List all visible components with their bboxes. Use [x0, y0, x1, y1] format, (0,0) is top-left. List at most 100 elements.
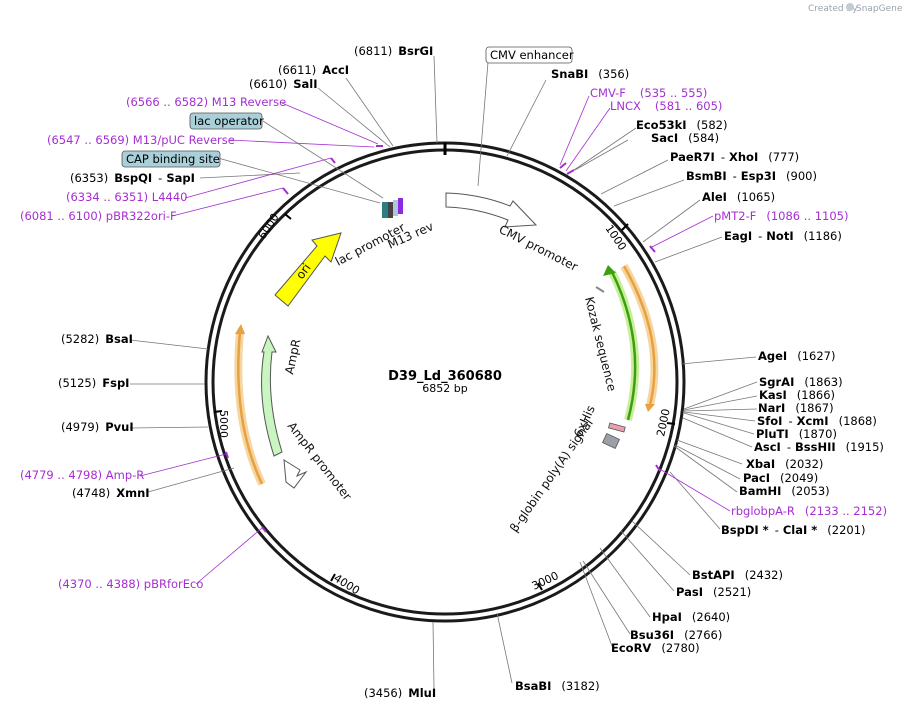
created-by-text: Created by	[808, 4, 858, 14]
enzyme-bsabi[interactable]: BsaBI(3182)	[515, 679, 600, 693]
svg-text:BsaBI(3182): BsaBI(3182)	[515, 679, 600, 693]
enzyme-name: AccI	[322, 63, 349, 77]
enzyme-bspqi[interactable]: (6353)BspQI-SapI	[70, 171, 195, 185]
cmv-enhancer-text: CMV enhancer	[490, 48, 574, 62]
enzyme-bspdi[interactable]: BspDI *-ClaI *(2201)	[721, 523, 866, 537]
tick-label-6000: 6000	[256, 211, 282, 242]
svg-text:(6610)SalI: (6610)SalI	[249, 77, 318, 91]
enzyme-sali[interactable]: (6610)SalI	[249, 77, 318, 91]
enzyme-pasi[interactable]: PasI(2521)	[676, 585, 751, 599]
primer-cmv-f[interactable]: CMV-F(535 .. 555)	[590, 86, 707, 100]
enzyme-nari[interactable]: NarI(1867)	[758, 401, 834, 415]
primer-mark-lncx	[566, 169, 575, 175]
feature-lac-cluster[interactable]: lac promoter M13 rev	[333, 198, 436, 269]
enzyme-connectors	[129, 55, 758, 689]
bglobin-label: β-globin poly(A) signal	[507, 416, 596, 535]
enzyme-agei[interactable]: AgeI(1627)	[758, 349, 835, 363]
svg-text:SfoI-XcmI(1868): SfoI-XcmI(1868)	[757, 414, 877, 428]
primer-m13-puc-reverse[interactable]: (6547 .. 6569) M13/pUC Reverse	[47, 133, 235, 147]
feature-bglobin[interactable]: β-globin poly(A) signal	[507, 416, 620, 535]
snapgene-brand-text: SnapGene	[856, 4, 903, 14]
primer-m13-reverse[interactable]: (6566 .. 6582) M13 Reverse	[126, 95, 286, 109]
primer-pbrforeco[interactable]: (4370 .. 4388) pBRforEco	[58, 577, 203, 591]
enzyme-acci[interactable]: (6611)AccI	[278, 63, 349, 77]
svg-text:(4748)XmnI: (4748)XmnI	[72, 486, 150, 500]
orange-orf-line	[622, 265, 656, 406]
cap-site-box[interactable]: CAP binding site	[121, 150, 221, 168]
primer-lncx[interactable]: LNCX(581 .. 605)	[610, 99, 722, 113]
svg-text:KasI(1866): KasI(1866)	[759, 388, 835, 402]
enzyme-kasi[interactable]: KasI(1866)	[759, 388, 835, 402]
enzyme-fspi[interactable]: (5125)FspI	[58, 376, 129, 390]
feature-orange-orf[interactable]	[620, 264, 659, 412]
enzyme-bsu36i[interactable]: Bsu36I(2766)	[630, 628, 722, 642]
lac-promoter-mark	[388, 202, 393, 218]
enzyme-xbai[interactable]: XbaI(2032)	[746, 457, 823, 471]
primer-pmt2f[interactable]: pMT2-F(1086 .. 1105)	[714, 209, 848, 223]
feature-cmv-promoter[interactable]: CMV promoter	[445, 192, 580, 274]
enzyme-pos: (6811)	[354, 44, 392, 58]
primer-amp-r[interactable]: (4779 .. 4798) Amp-R	[20, 468, 144, 482]
svg-text:SgrAI(1863): SgrAI(1863)	[759, 375, 843, 389]
lac-operator-rect	[189, 112, 263, 130]
tick-label-2000: 2000	[654, 408, 673, 438]
primer-l4440[interactable]: (6334 .. 6351) L4440	[66, 190, 187, 204]
svg-text:AleI(1065): AleI(1065)	[702, 190, 775, 204]
ampr-promoter-arrow	[283, 459, 308, 489]
ampr-promoter-label: AmpR promoter	[285, 419, 355, 503]
svg-text:CMV-F(535 .. 555): CMV-F(535 .. 555)	[590, 86, 707, 100]
feature-ori[interactable]: ori	[274, 232, 342, 307]
enzyme-asci[interactable]: AscI-BssHII(1915)	[754, 440, 884, 454]
svg-text:AgeI(1627): AgeI(1627)	[758, 349, 835, 363]
svg-text:LNCX(581 .. 605): LNCX(581 .. 605)	[610, 99, 722, 113]
enzyme-pluti[interactable]: PluTI(1870)	[756, 427, 837, 441]
svg-text:(5282)BsaI: (5282)BsaI	[61, 332, 133, 346]
enzyme-bsrgi[interactable]: (6811)BsrGI	[354, 44, 433, 58]
primer-rbglobpa-r[interactable]: rbglobpA-R(2133 .. 2152)	[731, 504, 887, 518]
enzyme-hpai[interactable]: HpaI(2640)	[652, 610, 730, 624]
enzyme-pos: (5125)	[58, 376, 96, 390]
tick-6000	[284, 213, 292, 220]
enzyme-eagi[interactable]: EagI-NotI(1186)	[724, 229, 842, 243]
primer-pbr322ori-f[interactable]: (6081 .. 6100) pBR322ori-F	[20, 209, 177, 223]
enzyme-paci[interactable]: PacI(2049)	[743, 471, 818, 485]
enzyme-alei[interactable]: AleI(1065)	[702, 190, 775, 204]
enzyme-saci[interactable]: SacI(584)	[651, 131, 719, 145]
enzyme-bsmbi[interactable]: BsmBI-Esp3I(900)	[686, 169, 817, 183]
enzyme-snabi[interactable]: SnaBI(356)	[551, 67, 629, 81]
feature-ampr-promoter[interactable]: AmpR promoter	[283, 419, 355, 503]
ampr-arrow	[261, 334, 283, 457]
feature-left-orange[interactable]	[234, 324, 266, 486]
enzyme-bstapi[interactable]: BstAPI(2432)	[692, 568, 783, 582]
enzyme-pos: (4748)	[72, 486, 110, 500]
svg-text:XbaI(2032): XbaI(2032)	[746, 457, 823, 471]
tick-1000	[621, 223, 629, 231]
enzyme-bamhi[interactable]: BamHI(2053)	[739, 484, 830, 498]
plasmid-name: D39_Ld_360680	[388, 369, 502, 384]
enzyme-bsai[interactable]: (5282)BsaI	[61, 332, 133, 346]
svg-text:EagI-NotI(1186): EagI-NotI(1186)	[724, 229, 842, 243]
svg-text:(6334 .. 6351) L4440: (6334 .. 6351) L4440	[66, 190, 187, 204]
enzyme-name: BspQI	[114, 171, 152, 185]
orange-orf-head	[645, 404, 655, 412]
cmv-enhancer-box[interactable]: CMV enhancer	[485, 46, 574, 64]
lac-operator-box[interactable]: lac operator	[189, 112, 264, 130]
snapgene-credit[interactable]: Created by SnapGene	[808, 3, 903, 14]
enzyme-pvui[interactable]: (4979)PvuI	[61, 420, 134, 434]
svg-text:Bsu36I(2766): Bsu36I(2766)	[630, 628, 722, 642]
cap-site-rect	[121, 150, 221, 168]
feature-green-orf[interactable]	[603, 265, 640, 422]
feature-kozak[interactable]: Kozak sequence	[582, 286, 619, 393]
enzyme-pos: (5282)	[61, 332, 99, 346]
enzyme-mlui[interactable]: (3456)MluI	[364, 686, 436, 700]
tick-3000	[537, 582, 543, 591]
enzyme-sgrai[interactable]: SgrAI(1863)	[759, 375, 843, 389]
enzyme-ecorv[interactable]: EcoRV(2780)	[611, 641, 700, 655]
svg-text:(3456)MluI: (3456)MluI	[364, 686, 436, 700]
enzyme-xmni[interactable]: (4748)XmnI	[72, 486, 150, 500]
enzyme-sfoi[interactable]: SfoI-XcmI(1868)	[757, 414, 877, 428]
enzyme-paer7i[interactable]: PaeR7I-XhoI(777)	[670, 150, 799, 164]
primer-marks	[225, 145, 661, 533]
enzyme-eco53ki[interactable]: Eco53kI(582)	[636, 118, 727, 132]
cmv-enhancer-rect	[485, 46, 573, 64]
